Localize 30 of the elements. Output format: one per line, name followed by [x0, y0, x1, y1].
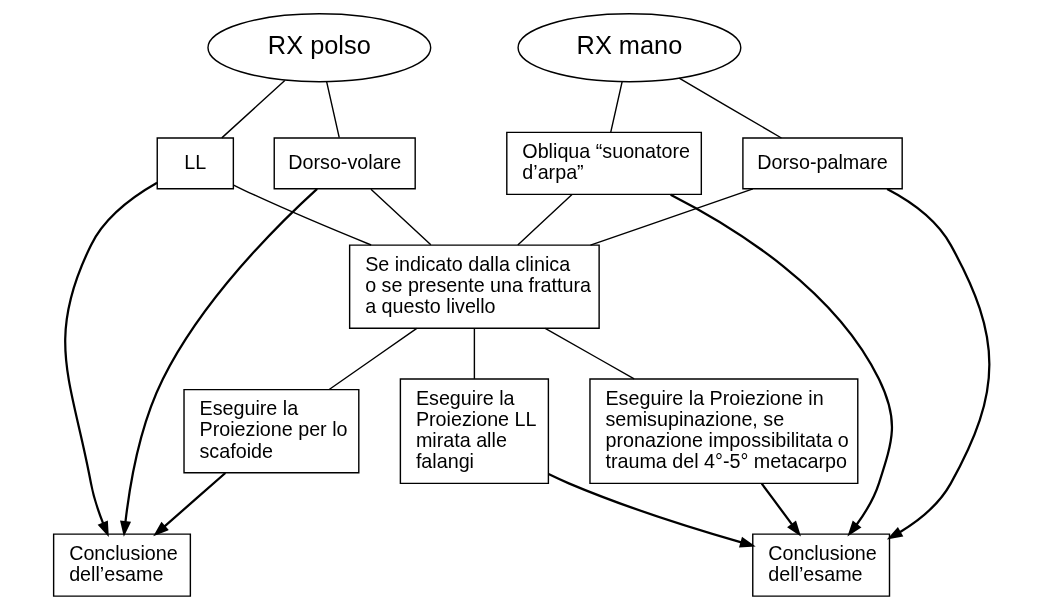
- node-ellipse: RX polso: [207, 13, 432, 83]
- connector: [232, 184, 372, 246]
- node-box: Dorso-palmare: [742, 137, 903, 190]
- arrow: [670, 193, 893, 537]
- connector: [517, 193, 573, 246]
- connector: [589, 188, 754, 246]
- node-box: Conclusione dell’esame: [52, 533, 192, 597]
- connector: [678, 77, 783, 139]
- connector: [370, 188, 432, 246]
- node-box: Eseguire la Proiezione per lo scafoide: [183, 388, 360, 474]
- node-box: Dorso-volare: [273, 137, 416, 190]
- arrow: [120, 188, 318, 537]
- node-box: Se indicato dalla clinica o se presente una frattura a questo livello: [348, 244, 600, 329]
- connector: [610, 81, 623, 133]
- arrow: [64, 181, 158, 538]
- arrow: [760, 483, 801, 537]
- connector: [544, 327, 635, 380]
- node-box: Conclusione dell’esame: [752, 533, 891, 597]
- node-box: LL: [156, 137, 235, 190]
- arrow: [548, 473, 756, 548]
- arrow: [153, 472, 227, 537]
- node-ellipse: RX mano: [517, 13, 742, 83]
- node-box: Eseguire la Proiezione in semisupinazione, se pronazione impossibilitata o trauma del 4°-5° metacarpo: [589, 378, 859, 485]
- arrow: [886, 188, 991, 540]
- connector: [473, 327, 476, 380]
- node-box: Obliqua “suonatore d’arpa”: [506, 131, 703, 196]
- connector: [325, 81, 340, 139]
- connector: [328, 327, 418, 391]
- node-box: Eseguire la Proiezione LL mirata alle falangi: [399, 378, 550, 485]
- connector: [221, 79, 286, 139]
